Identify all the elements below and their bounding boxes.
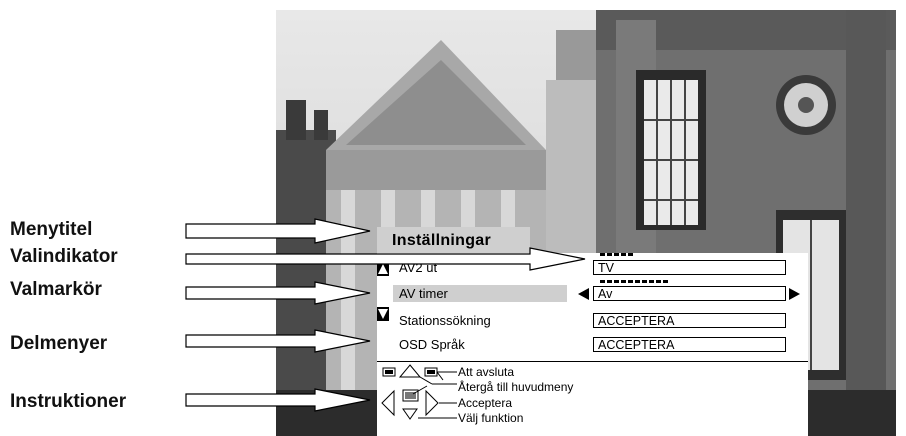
label-instructions: Instruktioner	[10, 391, 127, 412]
instructions-divider	[377, 361, 808, 362]
instruction-accept: Acceptera	[458, 396, 513, 410]
menu-row-label-av-timer[interactable]: AV timer	[399, 286, 448, 301]
label-submenus: Delmenyer	[10, 333, 108, 354]
triangle-up-icon[interactable]	[377, 262, 389, 276]
menu-row-label-station-search[interactable]: Stationssökning	[399, 313, 491, 328]
menu-row-label-osd-language[interactable]: OSD Språk	[399, 337, 465, 352]
menu-row-label-av2-out[interactable]: AV2 ut	[399, 260, 438, 275]
triangle-down-icon[interactable]	[377, 307, 389, 321]
menu-row-value-av-timer[interactable]: Av	[593, 286, 786, 301]
arrow-left-icon[interactable]	[578, 288, 590, 300]
arrow-right-icon[interactable]	[789, 288, 801, 300]
selection-cursor	[393, 285, 567, 302]
instruction-back: Återgå till huvudmeny	[458, 380, 574, 394]
label-menu-title: Menytitel	[10, 219, 93, 240]
menu-row-value-osd-language[interactable]: ACCEPTERA	[593, 337, 786, 352]
value-indicator-dots	[600, 253, 633, 256]
remote-keys-diagram	[381, 364, 457, 420]
instruction-exit: Att avsluta	[458, 365, 515, 379]
label-select-indicator: Valindikator	[10, 246, 118, 267]
menu-row-value-station-search[interactable]: ACCEPTERA	[593, 313, 786, 328]
menu-title: Inställningar	[392, 232, 492, 249]
menu-row-value-av2-out[interactable]: TV	[593, 260, 786, 275]
value-indicator-dots-2	[600, 280, 668, 283]
label-cursor: Valmarkör	[10, 279, 102, 300]
instruction-select: Välj funktion	[458, 411, 524, 425]
